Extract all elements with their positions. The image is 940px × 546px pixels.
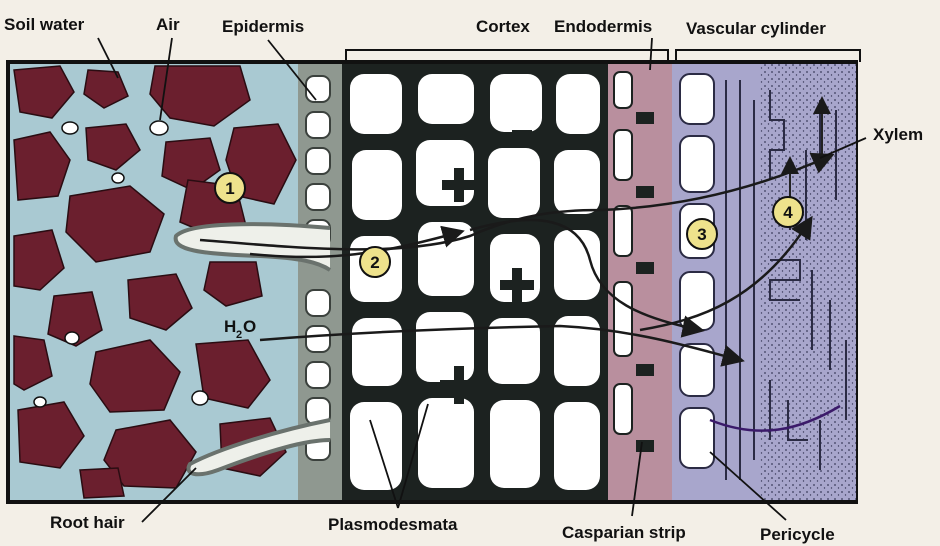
cortex-region [342, 64, 608, 500]
label-xylem: Xylem [873, 125, 923, 144]
marker-2-label: 2 [370, 253, 379, 272]
vascular-cylinder [672, 64, 856, 500]
svg-text:2: 2 [236, 329, 242, 341]
endodermis-layer [608, 64, 672, 500]
pathway-marker-3: 3 [687, 219, 717, 249]
label-soil-water: Soil water [4, 15, 85, 34]
label-vascular-cylinder: Vascular cylinder [686, 19, 826, 38]
label-pericycle: Pericycle [760, 525, 835, 544]
marker-1-label: 1 [225, 179, 234, 198]
label-endodermis: Endodermis [554, 17, 652, 36]
pathway-marker-1: 1 [215, 173, 245, 203]
svg-text:H: H [224, 317, 236, 336]
label-casparian-strip: Casparian strip [562, 523, 686, 542]
label-root-hair: Root hair [50, 513, 125, 532]
pathway-marker-4: 4 [773, 197, 803, 227]
label-epidermis: Epidermis [222, 17, 304, 36]
label-cortex: Cortex [476, 17, 530, 36]
svg-text:O: O [243, 317, 256, 336]
label-air: Air [156, 15, 180, 34]
marker-4-label: 4 [783, 203, 793, 222]
pathway-marker-2: 2 [360, 247, 390, 277]
label-plasmodesmata: Plasmodesmata [328, 515, 458, 534]
marker-3-label: 3 [697, 225, 706, 244]
